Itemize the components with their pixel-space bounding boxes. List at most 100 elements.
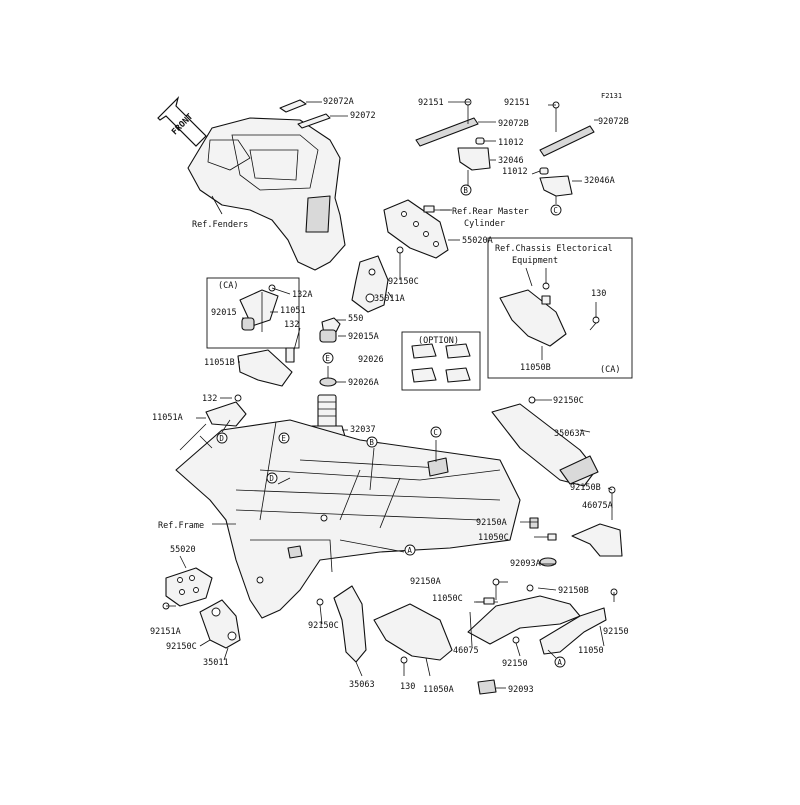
part-label: 35063 [349, 680, 375, 690]
seat-bracket-part [279, 99, 331, 129]
part-label: 92151 [504, 98, 530, 108]
callout-circles [216, 184, 566, 668]
part-label: Ref.Frame [158, 521, 204, 531]
part-label: 92026A [348, 378, 379, 388]
part-label: 92150C [553, 396, 584, 406]
part-label: 92093 [508, 685, 534, 695]
part-label: 11051 [280, 306, 306, 316]
bracket-11050a-part [373, 603, 453, 664]
bolt-11050c-part [476, 597, 498, 605]
strap-b-part [415, 98, 491, 186]
part-label: 92093A [510, 559, 541, 569]
bracket-35063-part [316, 585, 367, 663]
part-label: 132 [202, 394, 217, 404]
footrest-plate-lower-part [162, 567, 213, 610]
bracket-11050-part [512, 588, 618, 655]
callout-letter: C [433, 428, 438, 437]
front-arrow-icon: FRONT [157, 96, 207, 147]
bracket-11051b-part [237, 347, 295, 387]
part-label: 92150C [166, 642, 197, 652]
strap-c-part [539, 101, 595, 204]
box-label-ca-left: (CA) [218, 281, 238, 291]
callout-letter: B [369, 438, 374, 447]
collar-46075a-part [571, 486, 623, 557]
part-label: 32046 [498, 156, 524, 166]
part-label: Ref.Chassis Electorical [495, 244, 613, 254]
part-label: 132 [284, 320, 299, 330]
part-label: 92150A [410, 577, 441, 587]
part-label: 35011A [374, 294, 405, 304]
part-label: 32046A [584, 176, 615, 186]
box-labels: (CA) (CA) (OPTION) [218, 281, 620, 375]
part-label: 550 [348, 314, 363, 324]
leader-lines [166, 101, 615, 689]
callout-letter: A [407, 546, 412, 555]
bracket-11050b-part [499, 282, 600, 347]
part-label: 92072B [598, 117, 629, 127]
collar-92026a-part [319, 377, 337, 387]
part-label: 92150C [308, 621, 339, 631]
part-label: Ref.Rear Master [452, 207, 529, 217]
part-label: 130 [591, 289, 606, 299]
part-label: 46075 [453, 646, 479, 656]
part-label: Equipment [512, 256, 558, 266]
part-label: 92150B [558, 586, 589, 596]
grab-bar-35063a-part [491, 396, 599, 487]
option-box [401, 331, 481, 391]
part-label: 55020A [462, 236, 493, 246]
part-label: 92015 [211, 308, 237, 318]
part-label: 92150A [476, 518, 507, 528]
footrest-plate-upper-part [383, 199, 450, 259]
part-label: 55020 [170, 545, 196, 555]
chassis-electrical-box [487, 237, 633, 379]
box-label-ca-right: (CA) [600, 365, 620, 375]
option-spacers [411, 343, 471, 383]
part-label: 92150C [388, 277, 419, 287]
callout-letters: B C E D E B C D A A [219, 186, 562, 667]
callout-letter: A [557, 658, 562, 667]
part-label: 35063A [554, 429, 585, 439]
part-label: 32037 [350, 425, 376, 435]
part-label: 11050 [578, 646, 604, 656]
box-label-option: (OPTION) [418, 336, 459, 346]
part-label: 92150 [502, 659, 528, 669]
part-label: 130 [400, 682, 415, 692]
callout-letter: C [553, 206, 558, 215]
ca-box-left [206, 277, 300, 349]
part-label: 11050B [520, 363, 551, 373]
callout-letter: D [219, 434, 224, 443]
part-label: 92150 [603, 627, 629, 637]
part-label: 92151 [418, 98, 444, 108]
part-label: 11051B [204, 358, 235, 368]
part-label: 11012 [502, 167, 528, 177]
part-label: 92026 [358, 355, 384, 365]
part-label: 11050C [478, 533, 509, 543]
part-label: 11012 [498, 138, 524, 148]
part-label: Cylinder [464, 219, 505, 229]
callout-letter: E [325, 354, 330, 363]
part-label: 92072B [498, 119, 529, 129]
callout-letter: E [281, 434, 286, 443]
part-label: 92151A [150, 627, 181, 637]
part-label: 11050C [432, 594, 463, 604]
bracket-11051-part [239, 284, 279, 332]
part-label: 92072A [323, 97, 354, 107]
callout-letter: D [269, 474, 274, 483]
footrest-bracket-lower-part [199, 599, 241, 649]
collar-92093-part [477, 679, 497, 695]
damper-92015a-part [319, 329, 337, 343]
main-frame-part [175, 419, 521, 619]
part-number-labels: 92072A920729215192072B9215192072B1101232… [150, 97, 629, 695]
part-label: 92015A [348, 332, 379, 342]
part-label: 11050A [423, 685, 454, 695]
part-label: Ref.Fenders [192, 220, 248, 230]
bracket-11051a-part [205, 394, 247, 427]
part-label: 35011 [203, 658, 229, 668]
callout-letter: B [463, 186, 468, 195]
part-label: 46075A [582, 501, 613, 511]
part-label: 11051A [152, 413, 183, 423]
footrest-bracket-upper-part [351, 246, 404, 313]
rear-fender-part [187, 117, 346, 271]
